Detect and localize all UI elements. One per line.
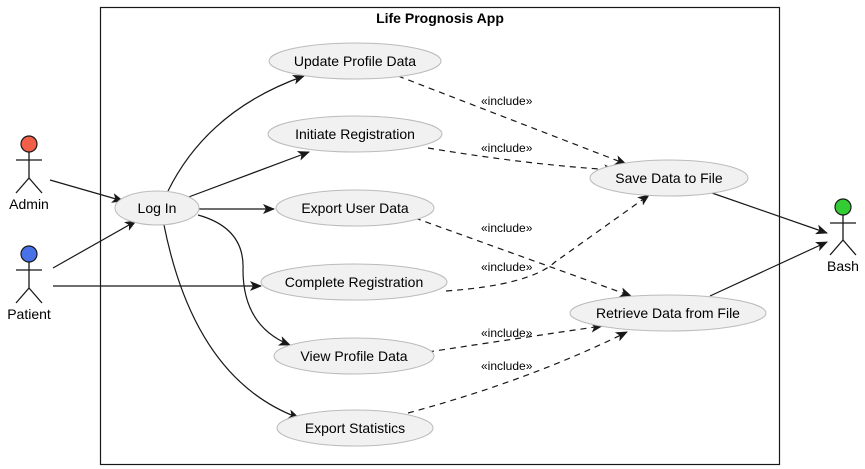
edge-retrieve-bash	[709, 241, 828, 297]
use-case-label: View Profile Data	[300, 348, 407, 364]
use-case-log-in: Log In	[114, 190, 200, 226]
edge-login-initiate	[185, 151, 310, 199]
use-case-label: Update Profile Data	[294, 53, 416, 69]
use-case-view-profile-data: View Profile Data	[273, 337, 435, 375]
include-edges	[397, 75, 650, 414]
include-view-retrieve	[427, 322, 603, 353]
actor-head	[20, 245, 38, 263]
edge-login-update	[167, 74, 305, 192]
edge-save-bash	[711, 192, 828, 235]
use-case-retrieve-data: Retrieve Data from File	[569, 294, 767, 332]
include-complete-save	[445, 194, 650, 292]
actor-label: Patient	[7, 306, 51, 322]
actor-head	[20, 135, 38, 153]
use-case-label: Save Data to File	[615, 170, 723, 186]
system-boundary: Life Prognosis App	[99, 6, 781, 466]
use-case-label: Export User Data	[301, 200, 409, 216]
actor-patient: Patient	[7, 245, 51, 322]
use-case-label: Export Statistics	[305, 420, 405, 436]
actor-label: Admin	[9, 196, 49, 212]
use-case-export-statistics: Export Statistics	[276, 409, 434, 447]
edge-login-export-stats	[163, 224, 300, 419]
use-case-export-user-data: Export User Data	[275, 189, 435, 227]
include-label: «include»	[481, 260, 533, 274]
include-label: «include»	[481, 221, 533, 235]
edge-patient-login	[52, 220, 137, 269]
actor-admin: Admin	[9, 135, 49, 212]
use-case-save-data: Save Data to File	[589, 159, 749, 197]
include-label: «include»	[481, 359, 533, 373]
include-label: «include»	[481, 141, 533, 155]
include-export-user-retrieve	[414, 217, 632, 297]
use-case-complete-registration: Complete Registration	[260, 263, 448, 301]
include-update-save	[397, 75, 627, 165]
use-case-label: Complete Registration	[285, 274, 424, 290]
include-label: «include»	[481, 94, 533, 108]
include-labels: «include» «include» «include» «include» …	[481, 94, 533, 373]
use-case-label: Log In	[138, 200, 177, 216]
use-case-initiate-registration: Initiate Registration	[267, 115, 443, 153]
include-stats-retrieve	[407, 331, 628, 414]
association-edges	[49, 74, 828, 419]
use-case-update-profile: Update Profile Data	[268, 42, 442, 80]
actor-label: Bash	[827, 258, 859, 274]
system-title: Life Prognosis App	[376, 10, 504, 26]
use-case-label: Initiate Registration	[295, 126, 415, 142]
actor-head	[834, 198, 852, 216]
include-label: «include»	[481, 326, 533, 340]
edge-admin-login	[49, 179, 124, 203]
actor-bash: Bash	[827, 198, 859, 274]
use-case-label: Retrieve Data from File	[596, 305, 740, 321]
include-initiate-save	[427, 147, 616, 175]
edge-login-view-profile	[197, 214, 291, 346]
